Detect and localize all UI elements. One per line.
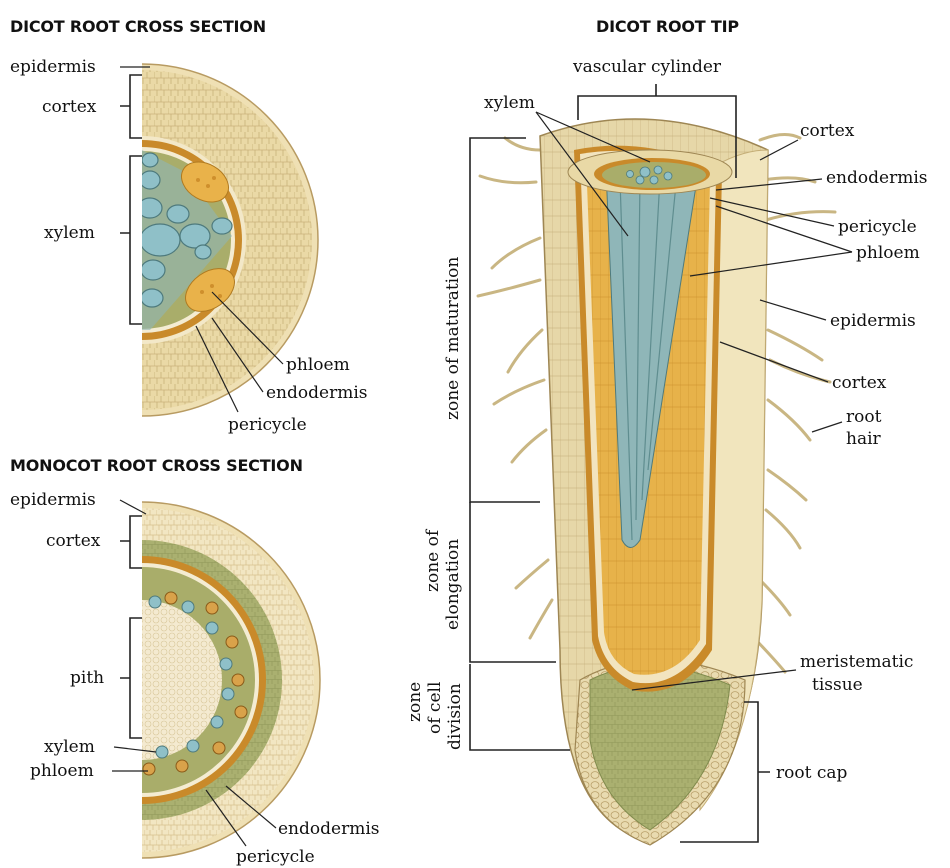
dicot-xylem-bracket — [120, 156, 142, 324]
monocot-pericycle-label: pericycle — [236, 847, 315, 867]
root-tip-meristematic-label-line2: tissue — [812, 675, 863, 695]
root-tip-cortex-label: cortex — [832, 373, 887, 393]
root-tip-root-cap-label: root cap — [776, 763, 847, 783]
zone-maturation-bracket — [470, 138, 540, 502]
dicot-root-tip: DICOT ROOT TIP — [405, 17, 927, 845]
zone-division-label-line1: zone — [405, 682, 425, 722]
zone-elongation-bracket — [470, 502, 556, 662]
monocot-cortex-label: cortex — [46, 531, 101, 551]
zone-elongation-label-line2: elongation — [443, 539, 463, 630]
monocot-pith-label: pith — [70, 668, 104, 688]
zone-division-label-line3: division — [445, 683, 465, 750]
zone-maturation-label: zone of maturation — [443, 257, 463, 420]
monocot-cortex-bracket — [120, 516, 142, 568]
dicot-endodermis-label: endodermis — [266, 383, 367, 403]
root-tip-pericycle-label: pericycle — [838, 217, 917, 237]
dicot-pericycle-label: pericycle — [228, 415, 307, 435]
monocot-cross-section: MONOCOT ROOT CROSS SECTION epi — [0, 456, 379, 867]
root-tip-vascular-cylinder-label: vascular cylinder — [572, 57, 722, 77]
monocot-cross-section-drawing — [0, 502, 320, 858]
dicot-epidermis-label: epidermis — [10, 57, 96, 77]
monocot-epidermis-label: epidermis — [10, 490, 96, 510]
zone-division-bracket — [470, 664, 570, 750]
root-tip-root-hair-label-line2: hair — [846, 429, 882, 449]
dicot-phloem-label: phloem — [286, 355, 350, 375]
monocot-section-title: MONOCOT ROOT CROSS SECTION — [10, 456, 303, 475]
dicot-cross-section: DICOT ROOT CROSS SECTION — [0, 17, 367, 435]
monocot-pith-bracket — [120, 618, 142, 738]
root-tip-xylem-label: xylem — [484, 93, 535, 113]
root-tip-root-hair-leader — [812, 422, 842, 432]
root-tip-epidermis-label: epidermis — [830, 311, 916, 331]
dicot-section-title: DICOT ROOT CROSS SECTION — [10, 17, 266, 36]
monocot-phloem-label: phloem — [30, 761, 94, 781]
root-tip-root-hair-label-line1: root — [846, 407, 882, 427]
root-tip-phloem-label: phloem — [856, 243, 920, 263]
root-tip-meristematic-label-line1: meristematic — [800, 652, 913, 672]
root-tip-epidermis-leader — [760, 300, 826, 320]
dicot-cortex-label: cortex — [42, 97, 97, 117]
monocot-endodermis-label: endodermis — [278, 819, 379, 839]
dicot-cortex-bracket — [120, 75, 142, 138]
monocot-xylem-label: xylem — [44, 737, 95, 757]
root-tip-title: DICOT ROOT TIP — [596, 17, 739, 36]
dicot-xylem-label: xylem — [44, 223, 95, 243]
root-tip-endodermis-label: endodermis — [826, 168, 927, 188]
root-tip-cortex-top-label: cortex — [800, 121, 855, 141]
zone-division-label-line2: of cell — [425, 682, 445, 734]
zone-elongation-label-line1: zone of — [423, 528, 443, 592]
